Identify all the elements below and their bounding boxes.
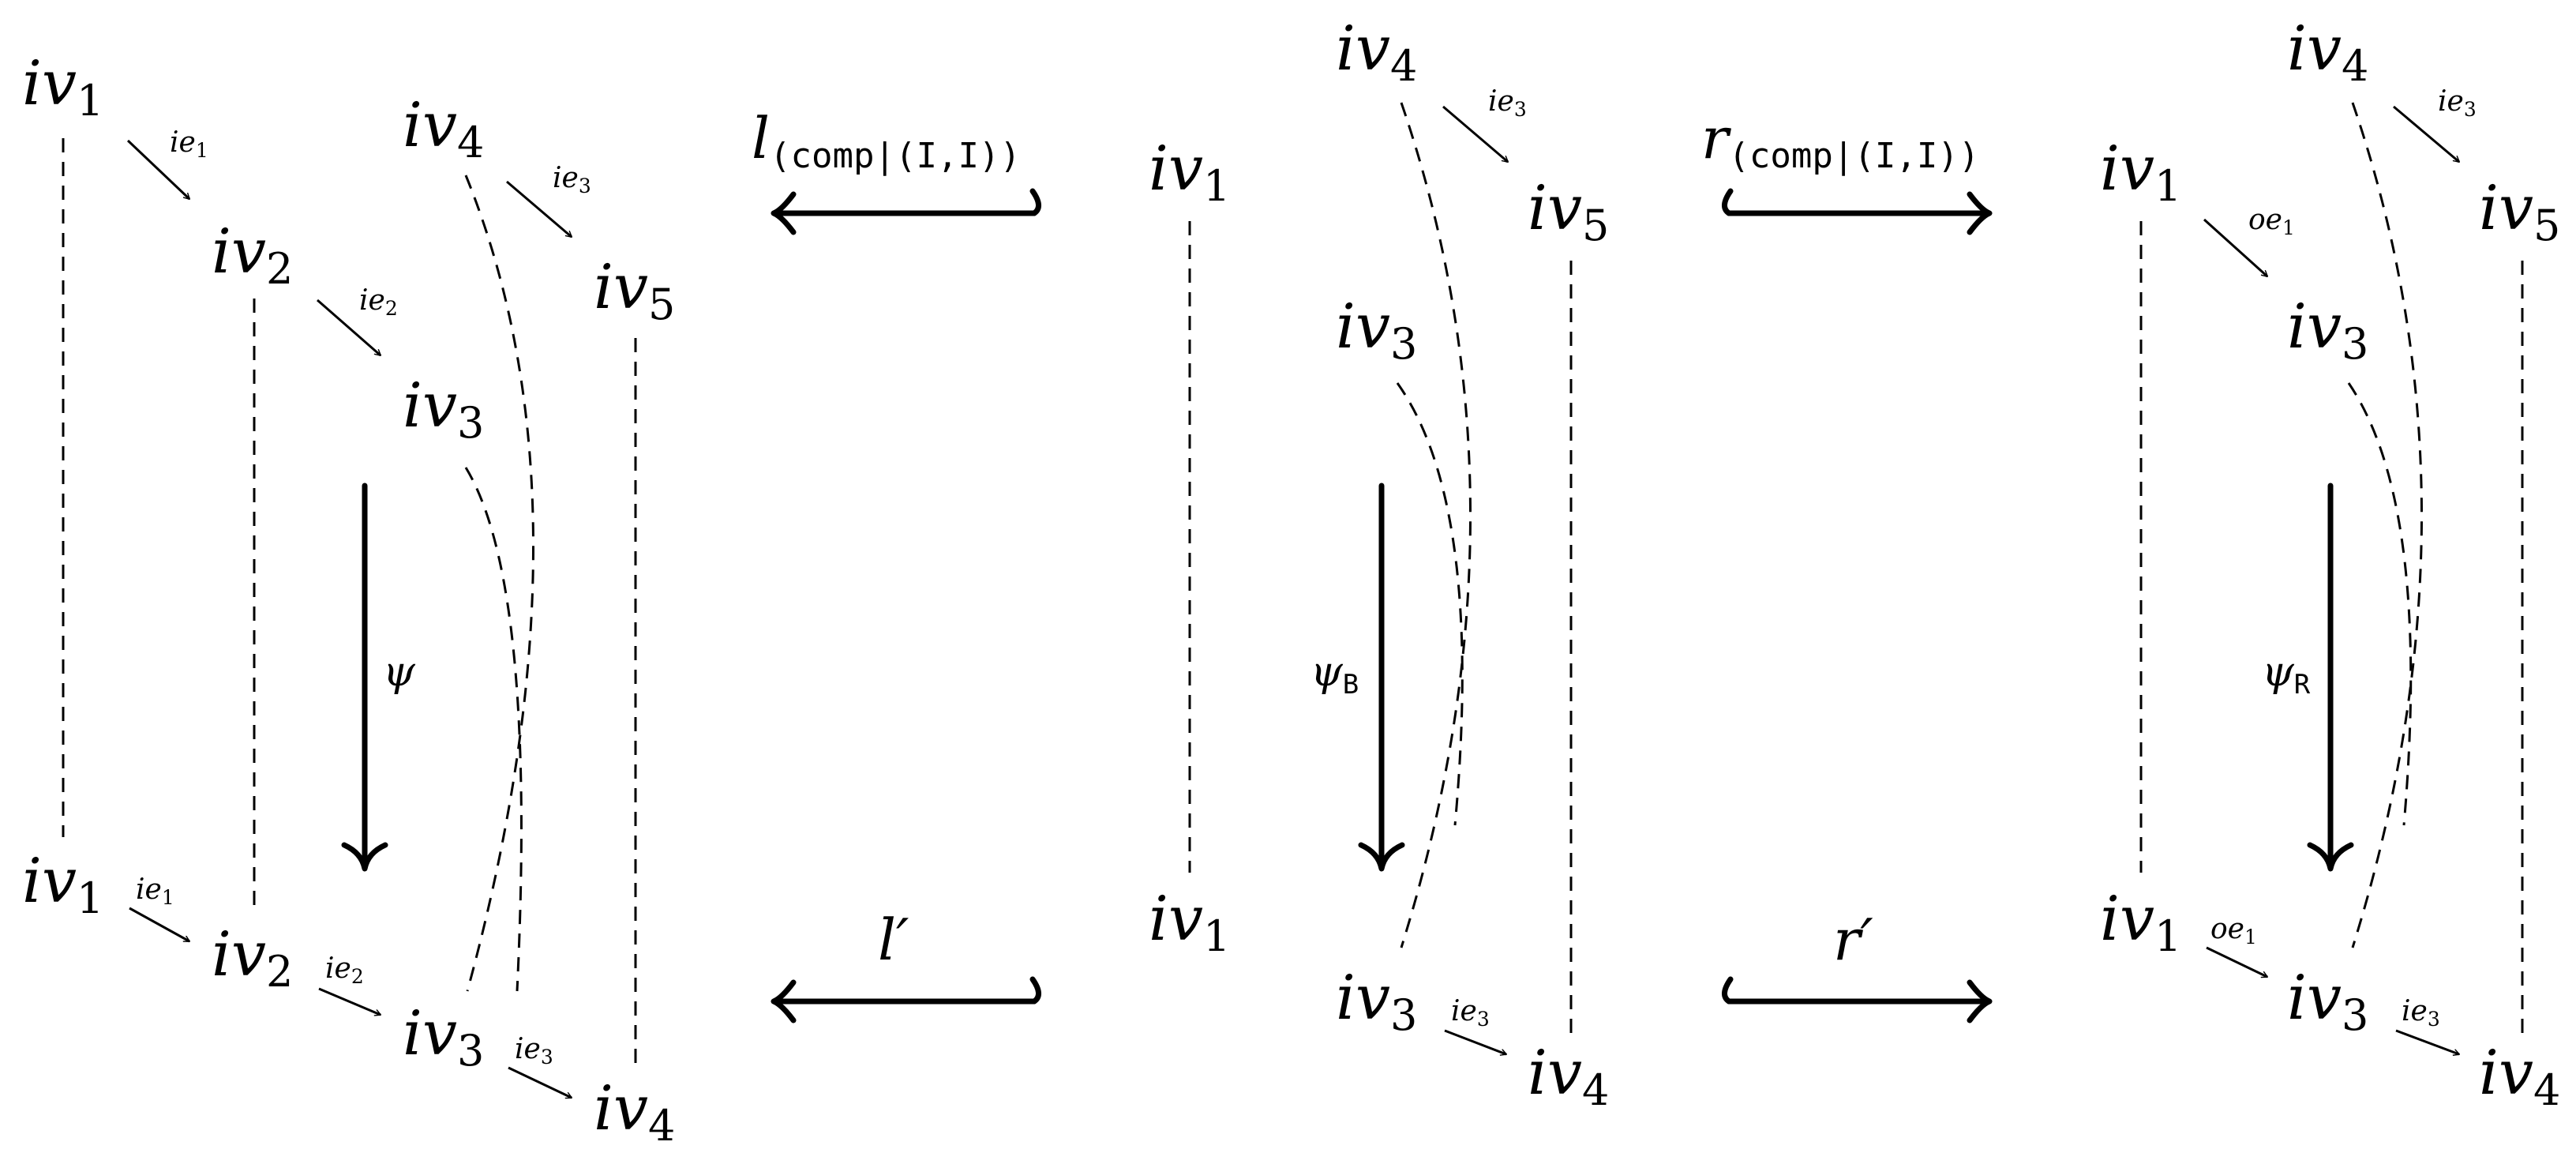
map-label-l-bottom: l′ [878,907,909,973]
left-bottom-node-iv3: iv3 [403,998,484,1076]
right-track-v4 [2351,102,2423,948]
middle-graph: iv1 iv3 iv4 iv5 ie3 iv1 iv3 iv4 ie3 ψB [1149,13,1609,1115]
middle-bottom-node-iv1: iv1 [1149,884,1230,961]
left-morphism-arrowhead [341,842,388,872]
left-bottom-node-iv1: iv1 [22,846,103,923]
left-top-node-iv1: iv1 [22,48,103,126]
map-label-r-top: r(comp|(I,I)) [1701,105,1979,176]
left-rule-maps: l(comp|(I,I)) l′ [752,105,1041,1023]
map-label-r-bottom: r′ [1833,907,1873,973]
middle-bottom-node-iv3: iv3 [1336,963,1417,1040]
left-morphism-label: ψ [383,648,416,696]
left-graph: iv1 iv2 iv3 iv4 iv5 ie1 ie2 ie3 iv1 iv2 … [22,48,675,1151]
right-track-v3 [2347,382,2413,826]
left-top-label-ie2: ie2 [359,284,398,320]
right-morphism-label: ψR [2262,648,2311,700]
left-track-v3 [464,467,523,992]
left-top-node-iv2: iv2 [212,216,293,294]
left-top-node-iv4: iv4 [403,90,484,167]
middle-top-node-iv5: iv5 [1528,173,1609,250]
left-bottom-edge-e3 [508,1066,572,1099]
right-top-label-oe1: oe1 [2248,204,2295,239]
right-bottom-edge-e3 [2395,1029,2459,1054]
middle-top-node-iv3: iv3 [1336,291,1417,369]
left-bottom-edge-e1 [129,907,189,943]
left-top-node-iv5: iv5 [594,252,675,329]
left-bottom-label-ie2: ie2 [325,952,364,988]
map-hook-l-bottom [1029,976,1041,1005]
left-top-edge-e1 [126,139,189,199]
right-bottom-edge-oe1 [2206,946,2267,978]
left-top-edge-e3 [506,180,572,237]
left-bottom-edge-e2 [318,987,381,1015]
middle-bottom-label-ie3: ie3 [1451,995,1490,1031]
right-top-label-ie3: ie3 [2438,85,2477,121]
left-bottom-node-iv4: iv4 [594,1073,675,1151]
middle-top-label-ie3: ie3 [1488,85,1527,121]
middle-top-node-iv4: iv4 [1336,13,1417,91]
left-track-v4 [464,175,534,992]
right-top-node-iv1: iv1 [2100,133,2181,211]
right-bottom-label-ie3: ie3 [2402,995,2440,1031]
right-bottom-node-iv3: iv3 [2287,963,2368,1040]
left-top-label-ie3: ie3 [553,162,591,197]
right-rule-maps: r(comp|(I,I)) r′ [1701,105,1993,1023]
middle-bottom-edge-e3 [1444,1029,1506,1054]
left-top-node-iv3: iv3 [403,370,484,448]
map-arrowhead-l-top [771,191,797,235]
middle-bottom-node-iv4: iv4 [1528,1038,1609,1115]
map-label-l-top: l(comp|(I,I)) [752,105,1021,176]
right-graph: iv1 iv3 iv4 iv5 ie3 oe1 iv1 iv3 iv4 oe1 … [2100,13,2560,1115]
left-bottom-label-ie1: ie1 [136,873,174,909]
map-hook-r-bottom [1722,976,1734,1005]
map-arrowhead-r-bottom [1967,979,1993,1023]
right-top-edge-e3 [2393,105,2459,162]
right-top-node-iv4: iv4 [2287,13,2368,91]
middle-morphism-label: ψB [1310,648,1359,700]
right-top-node-iv3: iv3 [2287,291,2368,369]
left-top-label-ie1: ie1 [170,126,208,162]
map-arrowhead-l-bottom [771,979,797,1023]
map-hook-r-top [1722,188,1734,216]
right-top-edge-oe1 [2203,218,2267,276]
map-arrowhead-r-top [1967,191,1993,235]
map-hook-l-top [1029,188,1041,216]
middle-top-node-iv1: iv1 [1149,133,1230,211]
left-bottom-label-ie3: ie3 [515,1033,553,1068]
right-bottom-node-iv4: iv4 [2479,1038,2560,1115]
right-morphism-arrowhead [2307,842,2354,872]
right-bottom-label-oe1: oe1 [2210,913,2257,948]
right-top-node-iv5: iv5 [2479,173,2560,250]
middle-morphism-arrowhead [1358,842,1405,872]
right-bottom-node-iv1: iv1 [2100,884,2181,961]
middle-track-v4 [1400,102,1472,948]
left-top-edge-e2 [317,299,381,355]
left-bottom-node-iv2: iv2 [212,919,293,997]
middle-top-edge-e3 [1442,105,1508,162]
middle-track-v3 [1396,382,1464,826]
